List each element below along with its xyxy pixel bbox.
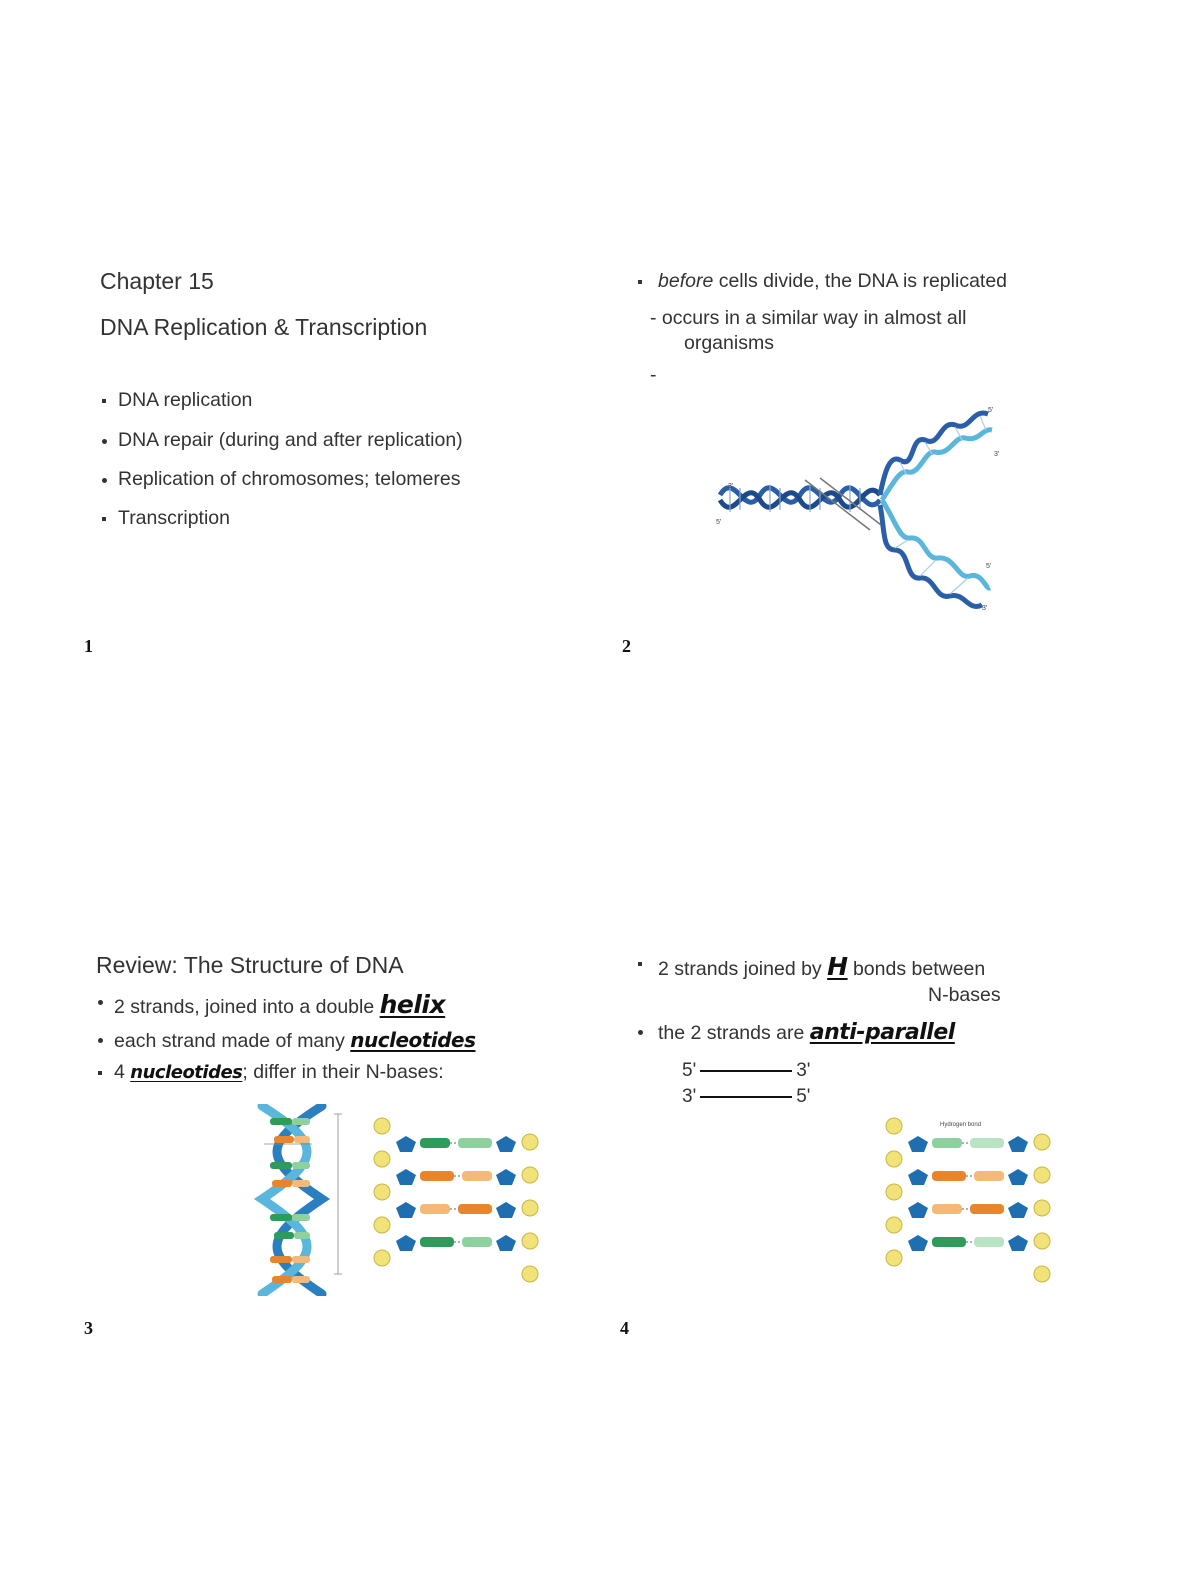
hydrogen-bond-figure: Hydrogen bond <box>885 1117 1051 1283</box>
slide-4-bullet-list-2: the 2 strands are anti-parallel <box>636 1020 1076 1046</box>
emphasis-text: before <box>658 270 714 292</box>
slide-4-bullet-list: 2 strands joined by H bonds between <box>636 952 1076 982</box>
slide-1: Chapter 15 DNA Replication & Transcripti… <box>100 268 560 558</box>
antiparallel-diagram: 5' 3' 3' 5' <box>682 1058 842 1110</box>
list-item: 2 strands, joined into a double helix <box>96 990 566 1020</box>
slide-number: 3 <box>84 1318 93 1338</box>
slide-2: before cells divide, the DNA is replicat… <box>636 270 1076 388</box>
handwritten-answer: helix <box>379 989 446 1019</box>
left-backbone <box>885 1117 903 1267</box>
bullet-text: 2 strands joined by <box>658 958 828 980</box>
sugars <box>908 1136 1028 1251</box>
list-item: the 2 strands are anti-parallel <box>636 1020 1076 1046</box>
slide-1-title: Chapter 15 <box>100 268 214 294</box>
handwritten-answer: nucleotides <box>130 1061 243 1083</box>
strand-line <box>700 1096 793 1098</box>
upper-daughter-helix <box>877 410 993 502</box>
slide-1-bullet-list: DNA replication DNA repair (during and a… <box>100 389 560 531</box>
right-backbone <box>521 1133 539 1283</box>
lower-daughter-helix <box>877 498 992 609</box>
slide-3: Review: The Structure of DNA 2 strands, … <box>96 952 566 1084</box>
strand-end-label: 5' <box>986 563 991 570</box>
left-backbone <box>373 1117 391 1267</box>
slide-2-bullet-list: before cells divide, the DNA is replicat… <box>636 270 1076 293</box>
sub-point-continued: organisms <box>684 331 774 354</box>
strand-line <box>700 1070 793 1072</box>
bases <box>420 1138 492 1247</box>
slide-3-bullet-list: 2 strands, joined into a double helix ea… <box>96 990 566 1085</box>
bullet-text: cells divide, the DNA is replicated <box>713 270 1008 292</box>
strand-end-label: 5' <box>716 519 721 526</box>
right-backbone <box>1033 1133 1051 1283</box>
list-item: each strand made of many nucleotides <box>96 1028 566 1053</box>
list-item: 2 strands joined by H bonds between <box>636 952 1076 982</box>
strand-end-label: 3' <box>682 1086 697 1107</box>
list-item: 4 nucleotides; differ in their N-bases: <box>96 1061 566 1084</box>
list-item: DNA replication <box>100 389 560 412</box>
slide-number: 2 <box>622 636 631 656</box>
list-item: before cells divide, the DNA is replicat… <box>636 270 1076 293</box>
figure-label: Hydrogen bond <box>940 1122 981 1128</box>
bullet-text: 4 <box>114 1060 131 1083</box>
strand-end-label: 3' <box>796 1060 811 1081</box>
bullet-text-continued: N-bases <box>928 984 1001 1006</box>
bullet-text: the 2 strands are <box>658 1022 810 1045</box>
sugars <box>396 1136 516 1251</box>
slide-number: 4 <box>620 1318 629 1338</box>
strand-end-label: 5' <box>988 407 993 414</box>
dna-double-helix-figure <box>253 1104 342 1296</box>
parental-helix <box>717 477 886 531</box>
base-pairs <box>270 1118 310 1283</box>
list-item: DNA repair (during and after replication… <box>100 429 560 452</box>
strand-end-label: 5' <box>682 1060 697 1081</box>
slide-number: 1 <box>84 636 93 656</box>
strand-end-label: 3' <box>982 605 987 612</box>
list-item: Replication of chromosomes; telomeres <box>100 468 560 491</box>
strand-end-label: 5' <box>796 1086 811 1107</box>
bullet-text: ; differ in their N-bases: <box>242 1060 444 1083</box>
bullet-text: 2 strands, joined into a double <box>114 995 380 1018</box>
bullet-text: bonds between <box>847 958 986 980</box>
sub-point-empty: - <box>650 364 657 387</box>
bullet-text: each strand made of many <box>114 1029 351 1052</box>
list-item: Transcription <box>100 507 560 530</box>
sub-point: - occurs in a similar way in almost all <box>650 307 967 330</box>
base-pairing-figure <box>373 1117 539 1283</box>
replication-fork-figure: 5' 3' 3' 5' 5' 3' <box>716 407 999 612</box>
handwritten-answer: anti-parallel <box>809 1020 956 1046</box>
bases <box>932 1138 1004 1247</box>
handwritten-answer: nucleotides <box>350 1027 476 1052</box>
slide-3-title: Review: The Structure of DNA <box>96 952 404 978</box>
handwritten-answer: H <box>827 952 848 981</box>
strand-end-label: 3' <box>994 451 999 458</box>
slide-4: 2 strands joined by H bonds between N-ba… <box>636 952 1076 1047</box>
slide-1-subtitle: DNA Replication & Transcription <box>100 313 428 340</box>
strand-end-label: 3' <box>728 483 733 490</box>
